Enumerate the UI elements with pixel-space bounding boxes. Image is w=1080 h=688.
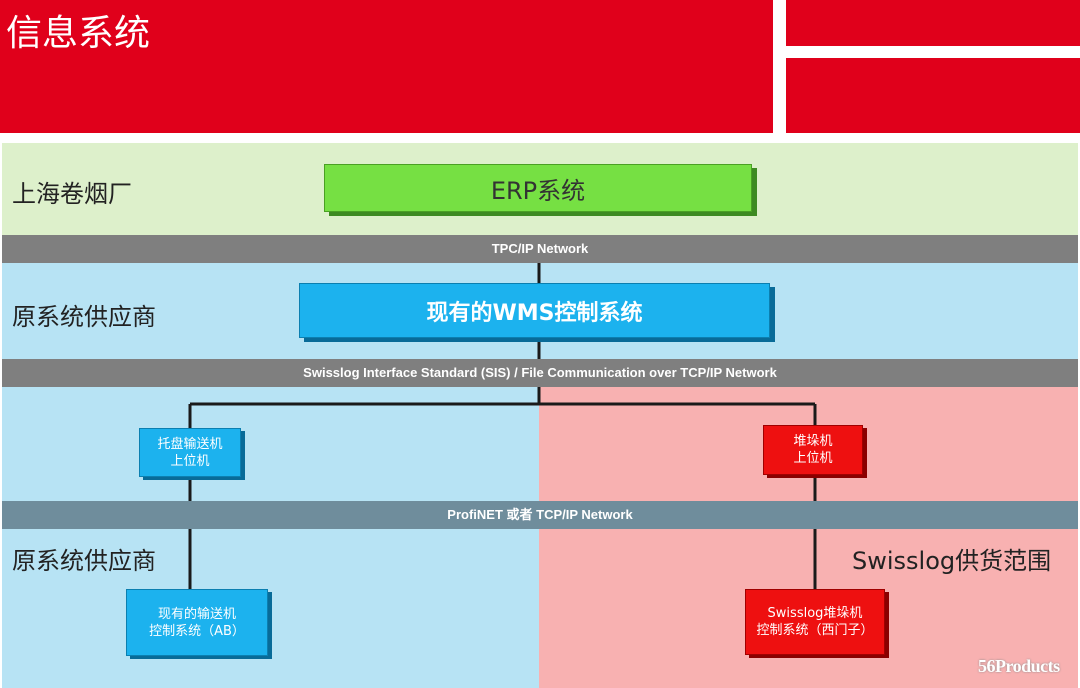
network-bar-profinet: ProfiNET 或者 TCP/IP Network xyxy=(2,501,1078,529)
conveyor-box-line1: 现有的输送机 xyxy=(157,606,236,622)
watermark-logo: 56Products xyxy=(978,656,1060,676)
conveyor-control-box: 现有的输送机 控制系统（AB） xyxy=(126,589,268,656)
label-original-supplier-bottom: 原系统供应商 xyxy=(12,547,156,575)
header-block-top-right xyxy=(786,0,1080,46)
swisslog-box-line1: Swisslog堆垛机 xyxy=(767,606,863,621)
header-banner xyxy=(0,0,773,133)
pallet-conveyor-host-box: 托盘输送机 上位机 xyxy=(139,428,241,477)
stacker-box-line1: 堆垛机 xyxy=(793,434,833,449)
pallet-box-line1: 托盘输送机 xyxy=(157,436,223,452)
label-factory: 上海卷烟厂 xyxy=(12,180,132,208)
erp-system-box: ERP系统 xyxy=(324,164,752,212)
stacker-box-line2: 上位机 xyxy=(793,451,833,466)
conveyor-box-line2: 控制系统（AB） xyxy=(149,623,245,639)
page-title: 信息系统 xyxy=(6,13,151,54)
label-swisslog-scope: Swisslog供货范围 xyxy=(852,547,1052,575)
network-bar-sis: Swisslog Interface Standard (SIS) / File… xyxy=(2,359,1078,387)
wms-control-system-box: 现有的WMS控制系统 xyxy=(299,283,770,338)
zone-original-supplier-bottom xyxy=(2,387,539,688)
swisslog-stacker-control-box: Swisslog堆垛机 控制系统（西门子） xyxy=(745,589,885,655)
pallet-box-line2: 上位机 xyxy=(170,453,210,469)
stacker-host-box: 堆垛机 上位机 xyxy=(763,425,863,475)
swisslog-box-line2: 控制系统（西门子） xyxy=(756,623,874,638)
network-bar-tcpip: TPC/IP Network xyxy=(2,235,1078,263)
label-original-supplier: 原系统供应商 xyxy=(12,303,156,331)
header-block-bottom-right xyxy=(786,58,1080,133)
